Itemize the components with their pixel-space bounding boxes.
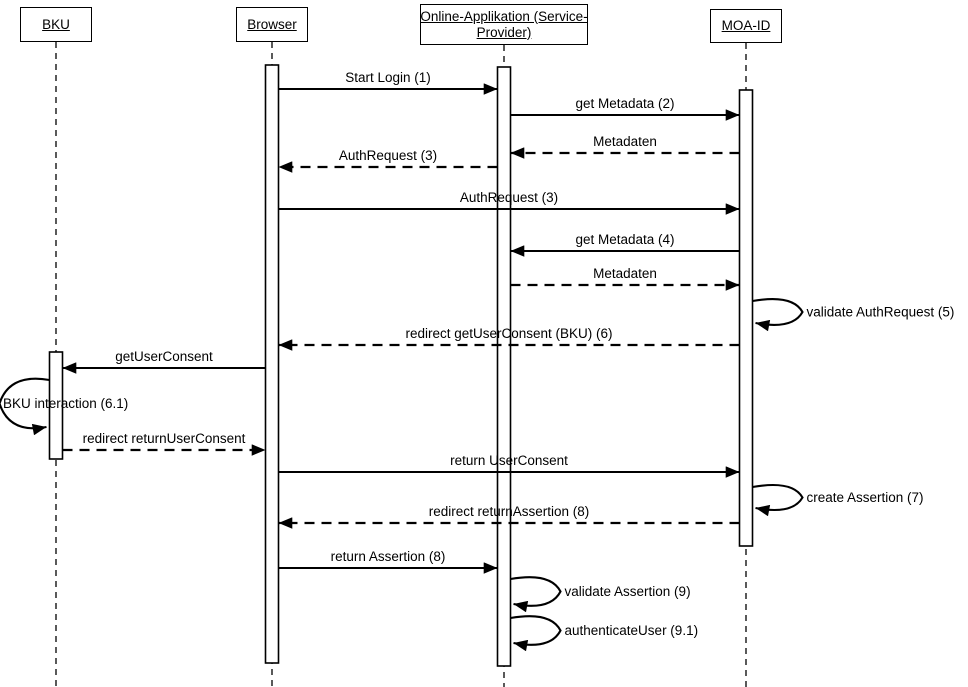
- message-label-5: get Metadata (4): [575, 232, 674, 247]
- self-message-label-7: validate AuthRequest (5): [807, 305, 955, 320]
- message-label-1: get Metadata (2): [575, 96, 674, 111]
- actor-box-browser: Browser: [236, 7, 308, 42]
- message-label-9: getUserConsent: [115, 349, 213, 364]
- message-label-11: redirect returnUserConsent: [83, 431, 246, 446]
- message-label-0: Start Login (1): [345, 70, 431, 85]
- self-message-arrow-7: [752, 298, 804, 332]
- self-message-label-16: validate Assertion (9): [565, 584, 691, 599]
- actor-label-moa-id: MOA-ID: [721, 18, 771, 33]
- message-label-3: AuthRequest (3): [339, 148, 437, 163]
- activation-bar-bku: [48, 351, 64, 460]
- actor-box-moa-id: MOA-ID: [710, 9, 782, 43]
- activation-bar-moaid: [738, 89, 754, 547]
- self-message-arrow-13: [752, 483, 804, 517]
- message-label-15: return Assertion (8): [331, 549, 446, 564]
- activation-bar-browser: [264, 64, 280, 664]
- message-label-4: AuthRequest (3): [460, 190, 558, 205]
- message-label-8: redirect getUserConsent (BKU) (6): [405, 326, 612, 341]
- self-message-arrow-10: [0, 377, 50, 436]
- message-label-2: Metadaten: [593, 134, 657, 149]
- self-message-label-10: BKU interaction (6.1): [3, 396, 128, 411]
- actor-label-online-applikation-line1: Online-Applikation (Service-: [420, 8, 588, 24]
- actor-label-bku: BKU: [42, 16, 70, 32]
- message-label-14: redirect returnAssertion (8): [429, 504, 590, 519]
- actor-box-bku: BKU: [20, 7, 92, 42]
- message-label-6: Metadaten: [593, 266, 657, 281]
- actor-label-browser: Browser: [247, 16, 297, 32]
- message-label-12: return UserConsent: [450, 453, 568, 468]
- actor-label-online-applikation-line2: Provider): [476, 24, 532, 40]
- self-message-label-17: authenticateUser (9.1): [565, 623, 699, 638]
- self-message-label-13: create Assertion (7): [807, 490, 924, 505]
- self-message-arrow-17: [510, 615, 562, 652]
- self-message-arrow-16: [510, 576, 562, 613]
- actor-box-online-applikation: Online-Applikation (Service- Provider): [420, 4, 588, 45]
- activation-bar-onlineapp: [496, 66, 512, 667]
